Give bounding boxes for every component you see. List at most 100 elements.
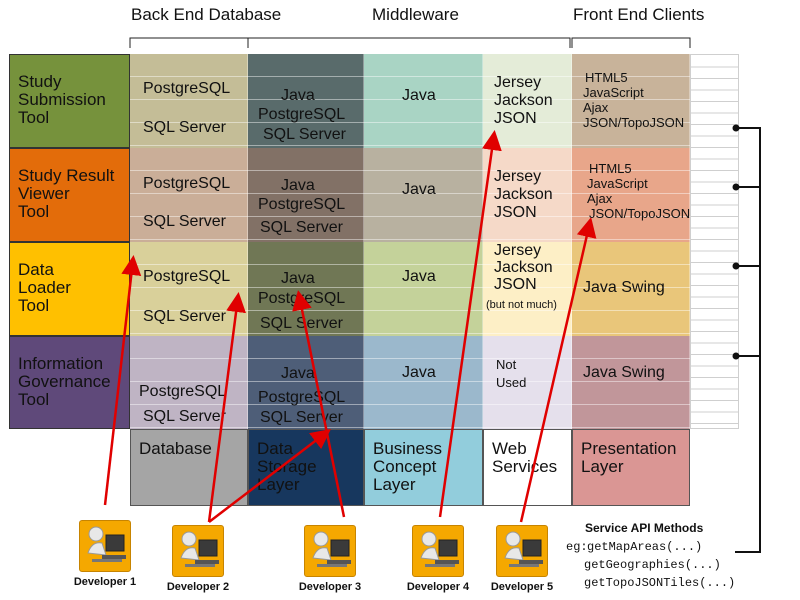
layer-label: Business Concept Layer bbox=[373, 439, 442, 494]
developer: Developer 4 bbox=[398, 525, 478, 593]
web-label: Jersey bbox=[494, 242, 542, 259]
grid-cell bbox=[364, 242, 483, 336]
grid-cell bbox=[130, 148, 248, 242]
db-label: SQL Server bbox=[143, 308, 226, 325]
header-brackets bbox=[129, 37, 691, 48]
developer: Developer 2 bbox=[158, 525, 238, 593]
grid-cell bbox=[130, 242, 248, 336]
grid-cell bbox=[572, 336, 690, 429]
grid-cell bbox=[364, 148, 483, 242]
arrow-dev2-b bbox=[208, 428, 331, 523]
layer-label: Presentation Layer bbox=[581, 439, 677, 476]
layer-box: Business Concept Layer bbox=[364, 429, 483, 506]
web-note: (but not much) bbox=[486, 299, 557, 311]
db-label: PostgreSQL bbox=[143, 80, 231, 97]
grid-cell bbox=[248, 54, 364, 148]
presentation-label: JSON/TopoJSON bbox=[589, 206, 691, 221]
api-title: Service API Methods bbox=[585, 521, 704, 535]
grid-cell bbox=[130, 54, 248, 148]
business-label: Java bbox=[402, 268, 436, 285]
web-label: Jersey bbox=[494, 168, 542, 185]
presentation-label: Ajax bbox=[587, 191, 613, 206]
storage-label: Java bbox=[281, 87, 315, 104]
presentation-label: JavaScript bbox=[587, 176, 648, 191]
db-label: SQL Server bbox=[143, 213, 226, 230]
developer: Developer 5 bbox=[482, 525, 562, 593]
developer: Developer 1 bbox=[65, 520, 145, 588]
developer-icon bbox=[496, 525, 548, 577]
db-label: PostgreSQL bbox=[139, 383, 227, 400]
db-label: PostgreSQL bbox=[143, 268, 231, 285]
grid-cell bbox=[483, 336, 572, 429]
header-frontend: Front End Clients bbox=[573, 5, 705, 24]
presentation-label: Java Swing bbox=[583, 364, 665, 381]
layer-box: Presentation Layer bbox=[572, 429, 690, 506]
grid-cell bbox=[572, 54, 690, 148]
tool-box: Information Governance Tool bbox=[9, 336, 130, 429]
api-method-2: getGeographies(...) bbox=[584, 558, 721, 572]
web-label: JSON bbox=[494, 276, 537, 293]
tool-label: Information Governance Tool bbox=[18, 354, 111, 409]
grid-cell bbox=[130, 336, 248, 429]
presentation-label: JSON/TopoJSON bbox=[583, 115, 685, 130]
business-label: Java bbox=[402, 364, 436, 381]
developer-name: Developer 3 bbox=[298, 581, 362, 593]
bracket-dot bbox=[732, 262, 740, 270]
bracket-dot bbox=[732, 352, 740, 360]
web-label: JSON bbox=[494, 110, 537, 127]
developer-name: Developer 2 bbox=[166, 581, 230, 593]
api-bracket bbox=[732, 124, 761, 553]
web-label: Jersey bbox=[494, 74, 542, 91]
layer-label: Web Services bbox=[492, 439, 558, 476]
header-middleware: Middleware bbox=[372, 5, 459, 24]
db-label: SQL Server bbox=[143, 408, 226, 425]
presentation-label: Java Swing bbox=[583, 279, 665, 296]
storage-label: PostgreSQL bbox=[258, 106, 346, 123]
tool-box: Data Loader Tool bbox=[9, 242, 130, 336]
tool-label: Study Submission Tool bbox=[18, 72, 106, 127]
tool-label: Study Result Viewer Tool bbox=[18, 166, 115, 221]
storage-label: PostgreSQL bbox=[258, 196, 346, 213]
arrow-dev1 bbox=[103, 255, 142, 506]
storage-label: Java bbox=[281, 177, 315, 194]
right-grid-lines bbox=[690, 54, 739, 429]
web-label: Jackson bbox=[494, 186, 553, 203]
web-label: Jackson bbox=[494, 92, 553, 109]
storage-label: Java bbox=[281, 365, 315, 382]
storage-label: SQL Server bbox=[263, 126, 346, 143]
api-method-3: getTopoJSONTiles(...) bbox=[584, 576, 736, 590]
web-label: Not bbox=[496, 357, 517, 372]
presentation-label: Ajax bbox=[583, 100, 609, 115]
storage-label: Java bbox=[281, 270, 315, 287]
db-label: SQL Server bbox=[143, 119, 226, 136]
api-prefix: eg: bbox=[566, 540, 588, 554]
web-label: Jackson bbox=[494, 259, 553, 276]
grid-cell bbox=[483, 54, 572, 148]
header-backend: Back End Database bbox=[131, 5, 282, 24]
arrow-dev3 bbox=[292, 290, 346, 518]
developer-icon bbox=[172, 525, 224, 577]
business-label: Java bbox=[402, 87, 436, 104]
arrow-dev2-a bbox=[207, 292, 247, 523]
developer: Developer 3 bbox=[290, 525, 370, 593]
grid-cell bbox=[248, 336, 364, 429]
bracket-dot bbox=[732, 124, 740, 132]
developer-name: Developer 4 bbox=[406, 581, 470, 593]
business-label: Java bbox=[402, 181, 436, 198]
tool-label: Data Loader Tool bbox=[18, 260, 71, 315]
grid-cell bbox=[572, 242, 690, 336]
tool-box: Study Submission Tool bbox=[9, 54, 130, 148]
developer-icon bbox=[79, 520, 131, 572]
developer-name: Developer 5 bbox=[490, 581, 554, 593]
developer-icon bbox=[412, 525, 464, 577]
db-label: PostgreSQL bbox=[143, 175, 231, 192]
storage-label: SQL Server bbox=[260, 219, 343, 236]
layer-box: Database bbox=[130, 429, 248, 506]
arrow-dev5 bbox=[519, 217, 597, 523]
grid-cell bbox=[364, 54, 483, 148]
bracket-dot bbox=[732, 183, 740, 191]
arrow-dev4 bbox=[438, 130, 502, 518]
api-method-1: getMapAreas(...) bbox=[587, 540, 703, 554]
presentation-label: HTML5 bbox=[585, 70, 628, 85]
